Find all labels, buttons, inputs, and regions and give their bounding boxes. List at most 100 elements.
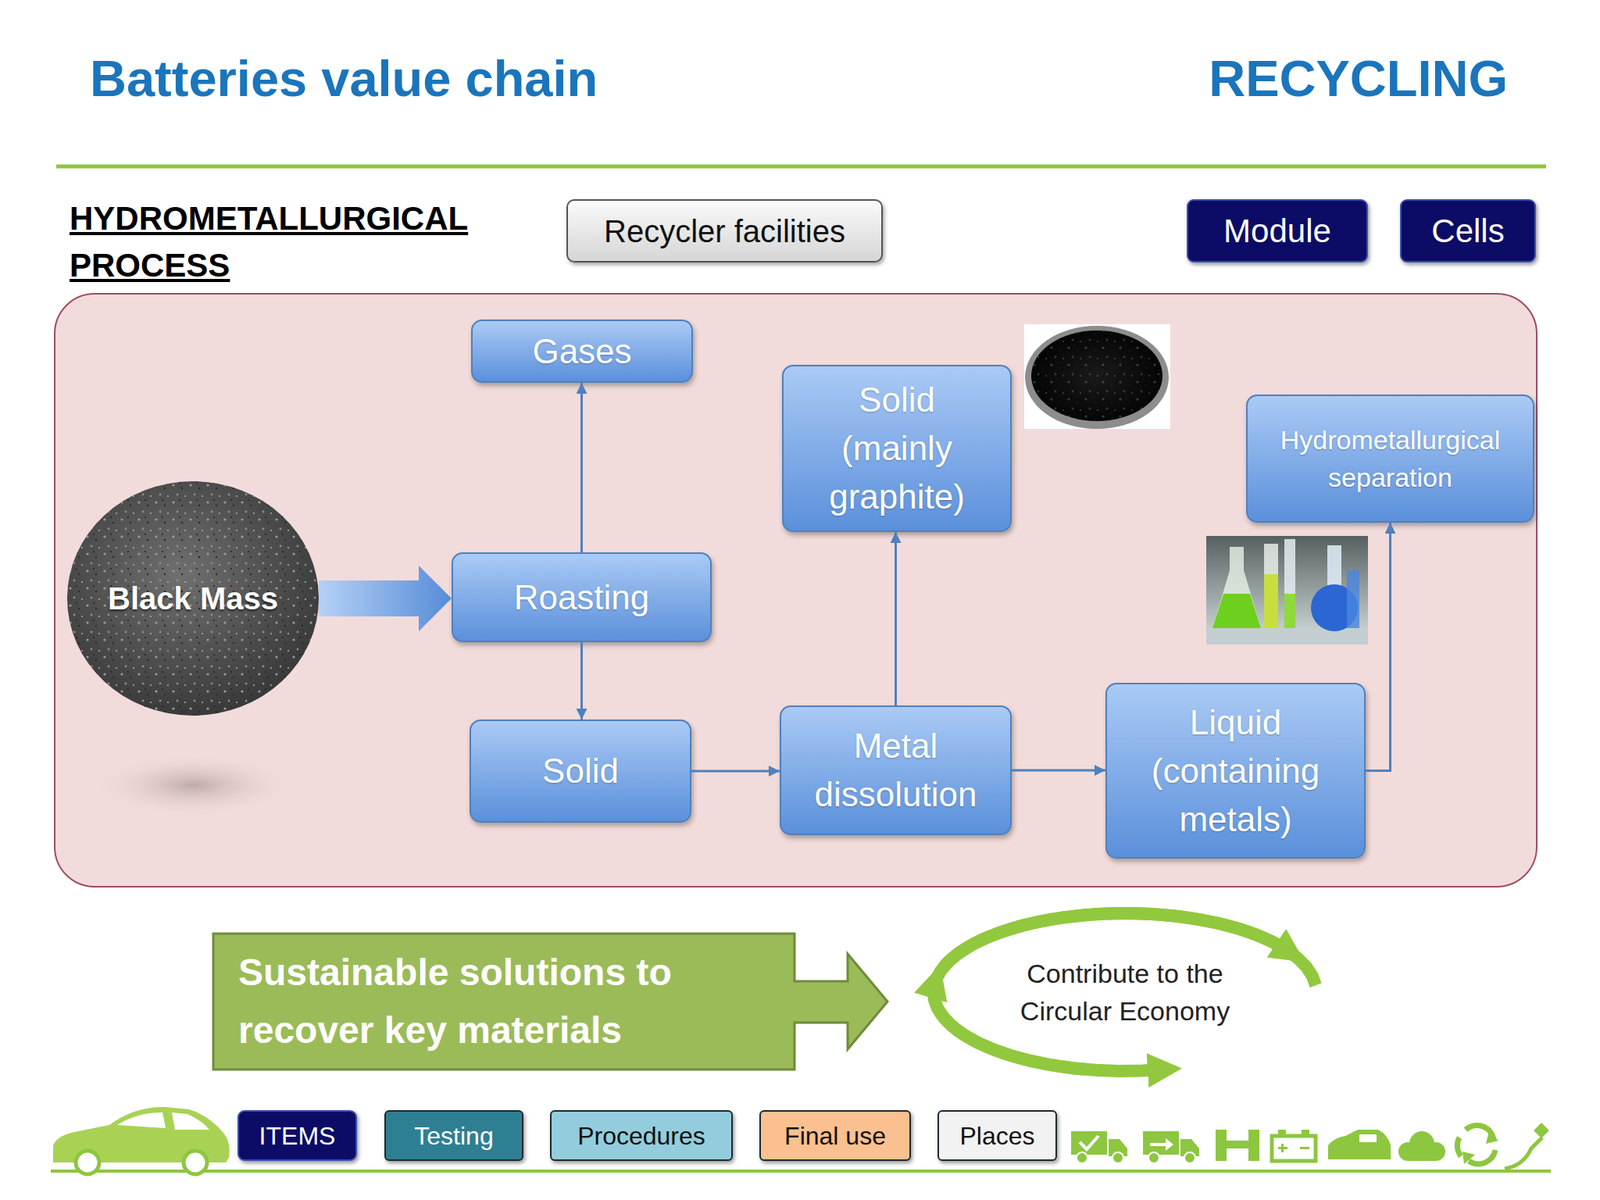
car-icon — [53, 1107, 230, 1163]
category-tab: ITEMS — [237, 1110, 358, 1161]
battery-icon — [1278, 1129, 1286, 1136]
node-label: ITEMS — [259, 1121, 336, 1151]
battery-icon — [1301, 1129, 1310, 1136]
node-label: Testing — [414, 1121, 493, 1151]
value-chain-icons — [1071, 1122, 1550, 1169]
process-box: Solid — [469, 719, 692, 823]
process-box: Liquid (containing metals) — [1105, 682, 1366, 859]
node-label: Roasting — [514, 577, 650, 618]
text-area: Sustainable solutions to recover key mat… — [213, 933, 795, 1070]
car-icon — [171, 1112, 210, 1130]
text-area: Cells — [1401, 200, 1535, 261]
node-label: Contribute to the Circular Economy — [1003, 954, 1247, 1030]
truck-icon — [1184, 1152, 1196, 1164]
node-label: Cells — [1431, 212, 1504, 250]
category-tab: Places — [937, 1110, 1058, 1161]
truck-icon — [1180, 1139, 1200, 1157]
cycle-arrow — [933, 913, 1316, 1072]
assembly-icon — [1248, 1129, 1260, 1161]
category-tab: Final use — [759, 1110, 911, 1161]
assembly-icon — [1215, 1129, 1227, 1161]
car-icon — [117, 1112, 166, 1129]
battery-icon — [1271, 1135, 1316, 1161]
text-area: Places — [939, 1111, 1056, 1160]
process-box: Metal dissolution — [779, 705, 1012, 836]
battery-icon — [1300, 1146, 1310, 1150]
category-tab: Testing — [384, 1110, 524, 1161]
truck-icon — [1112, 1152, 1124, 1164]
truck-icon — [1148, 1152, 1160, 1164]
section-heading: HYDROMETALLURGICAL PROCESS — [69, 195, 476, 290]
goal-arrow: Sustainable solutions to recover key mat… — [213, 933, 888, 1070]
circular-economy-cycle: Contribute to the Circular Economy — [910, 902, 1340, 1083]
black-mass-disc — [67, 481, 319, 716]
assembly-icon — [1225, 1140, 1250, 1149]
page-title: Batteries value chain — [89, 53, 598, 104]
node-label: Sustainable solutions to recover key mat… — [238, 943, 779, 1060]
section-title: RECYCLING — [1135, 53, 1508, 104]
material-circle: Black Mass — [67, 481, 319, 716]
truck-icon — [1071, 1131, 1108, 1155]
recycle-icon — [1457, 1137, 1461, 1157]
text-area: Gases — [472, 321, 692, 382]
node-label: Places — [959, 1121, 1035, 1151]
text-area: Final use — [760, 1111, 910, 1160]
cloud-icon — [1407, 1150, 1436, 1161]
truck-icon — [1079, 1135, 1099, 1150]
recycle-icon — [1465, 1125, 1494, 1140]
node-label: Solid (mainly graphite) — [807, 375, 987, 522]
text-area: Black Mass — [67, 481, 319, 716]
process-box: Gases — [471, 319, 693, 383]
plug-icon — [1533, 1122, 1550, 1139]
item-tag: Cells — [1400, 199, 1536, 263]
car-icon — [75, 1150, 100, 1175]
process-panel: HYDROMETALLURGICAL PROCESSGasesSolid (ma… — [53, 292, 1538, 888]
text-area: Roasting — [453, 553, 711, 641]
text-area: Module — [1188, 200, 1367, 261]
truck-icon — [1150, 1138, 1174, 1151]
ground-line — [50, 1169, 1551, 1173]
node-label: Final use — [784, 1121, 886, 1151]
text-area: Contribute to the Circular Economy — [910, 902, 1340, 1083]
text-area: Solid (mainly graphite) — [783, 366, 1011, 531]
cloud-icon — [1409, 1131, 1435, 1157]
node-label: Procedures — [577, 1121, 706, 1151]
car-icon — [53, 1107, 230, 1175]
circular-economy-cycle-outline — [910, 902, 1340, 1083]
item-tag: Module — [1186, 199, 1368, 263]
node-label: Module — [1223, 212, 1332, 250]
node-label: Metal dissolution — [796, 721, 995, 819]
car-icon — [1359, 1134, 1377, 1143]
node-label: Liquid (containing metals) — [1130, 698, 1341, 844]
truck-icon — [1076, 1152, 1088, 1164]
black-mass-texture — [67, 481, 319, 716]
text-area: Metal dissolution — [781, 707, 1011, 834]
category-tab: Procedures — [550, 1110, 733, 1161]
node-label: Black Mass — [107, 579, 279, 618]
process-box: Solid (mainly graphite) — [782, 364, 1012, 533]
battery-icon — [1281, 1143, 1284, 1153]
process-box: Hydrometallurgical separation — [1246, 394, 1535, 523]
truck-icon — [1108, 1139, 1128, 1157]
goal-arrow-shape — [213, 933, 888, 1070]
text-area: Procedures — [551, 1111, 732, 1160]
recycle-icon — [1462, 1151, 1475, 1165]
plug-icon — [1504, 1137, 1543, 1169]
battery-icon — [1278, 1146, 1288, 1150]
truck-icon — [1142, 1131, 1179, 1155]
text-area: Testing — [385, 1111, 522, 1160]
cloud-icon — [1426, 1142, 1446, 1161]
node-label: Solid — [542, 750, 619, 792]
place-tag: Recycler facilities — [566, 199, 883, 263]
node-label: Gases — [532, 331, 632, 372]
title-rule — [56, 164, 1547, 169]
text-area: Recycler facilities — [567, 200, 882, 261]
car-icon — [183, 1150, 208, 1175]
process-box: Roasting — [451, 552, 712, 643]
text-area: Hydrometallurgical separation — [1247, 396, 1533, 522]
node-label: Hydrometallurgical separation — [1263, 421, 1518, 497]
recycle-icon — [1485, 1131, 1499, 1144]
cloud-icon — [1398, 1142, 1418, 1161]
text-area: Solid — [471, 721, 690, 822]
